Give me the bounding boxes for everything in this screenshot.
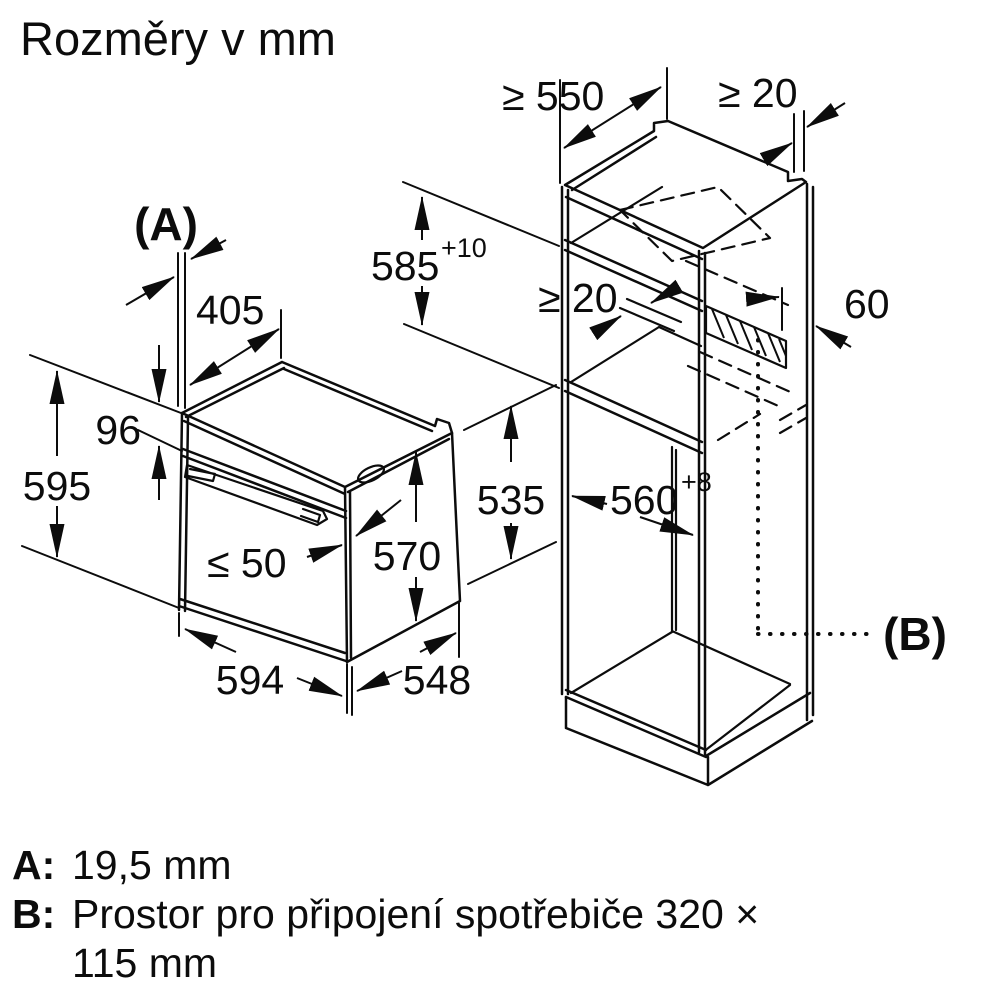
legend-a-value: 19,5 mm <box>72 842 232 888</box>
dim-oven-max50: ≤ 50 <box>207 499 402 586</box>
vent-hatching <box>711 308 787 363</box>
dim-label-595: 595 <box>23 463 91 509</box>
dim-oven-548: 548 <box>356 602 471 703</box>
dim-cabinet-gap20-top: ≥ 20 <box>718 70 846 173</box>
dim-cabinet-min550: ≥ 550 <box>502 67 668 184</box>
dim-oven-595: 595 <box>21 370 180 609</box>
cabinet-drawing: ≥ 550 ≥ 20 585 +10 ≥ 20 <box>371 67 947 787</box>
legend-b-value-line1: Prostor pro připojení spotřebiče 320 × <box>72 891 759 937</box>
dim-label-560-tolerance: +8 <box>681 467 712 497</box>
dim-oven-overhang-a: (A) <box>125 198 227 409</box>
callout-b: (B) <box>883 608 947 660</box>
oven-handle <box>183 463 329 527</box>
legend: A: 19,5 mm B: Prostor pro připojení spot… <box>12 842 759 986</box>
dim-label-570: 570 <box>373 533 441 579</box>
dim-label-560: 560 <box>610 477 678 523</box>
dim-cabinet-gap20-mid: ≥ 20 <box>538 275 684 341</box>
oven-body <box>177 360 462 664</box>
dim-label-max50: ≤ 50 <box>207 540 287 586</box>
legend-b-value-line2: 115 mm <box>72 940 217 986</box>
dim-label-594: 594 <box>216 657 284 703</box>
dim-oven-405: 405 <box>189 287 282 386</box>
cabinet-body <box>560 119 870 787</box>
dim-label-gap20-top: ≥ 20 <box>718 70 798 116</box>
dim-oven-594: 594 <box>178 612 353 716</box>
dim-label-548: 548 <box>403 657 471 703</box>
dim-label-min550: ≥ 550 <box>502 73 604 119</box>
legend-a-label: A: <box>12 842 55 888</box>
oven-drawing: (A) 405 96 595 <box>21 198 557 716</box>
dim-cabinet-560: 560 +8 <box>571 467 712 536</box>
dim-label-96: 96 <box>95 407 141 453</box>
dim-label-535: 535 <box>477 477 545 523</box>
dim-cabinet-585: 585 +10 <box>371 181 560 389</box>
legend-b-label: B: <box>12 891 55 937</box>
dim-label-585-tolerance: +10 <box>441 233 487 263</box>
dim-label-585: 585 <box>371 243 439 289</box>
dim-label-gap20-mid: ≥ 20 <box>538 275 618 321</box>
connection-space-locator <box>756 338 870 636</box>
oven-dimensions: (A) 405 96 595 <box>21 198 557 716</box>
dim-oven-570: 570 <box>373 451 441 622</box>
callout-a: (A) <box>134 198 198 250</box>
dim-label-405: 405 <box>196 287 264 333</box>
cabinet-dimensions: ≥ 550 ≥ 20 585 +10 ≥ 20 <box>371 67 947 660</box>
hidden-edges <box>618 185 808 442</box>
dim-cabinet-60: 60 <box>745 281 890 350</box>
dim-oven-535: 535 <box>463 384 557 585</box>
page-title: Rozměry v mm <box>20 12 336 65</box>
dim-oven-96: 96 <box>29 345 183 500</box>
dim-label-60: 60 <box>844 281 890 327</box>
vent-cutout <box>704 304 788 370</box>
side-grip-hole <box>356 464 386 484</box>
